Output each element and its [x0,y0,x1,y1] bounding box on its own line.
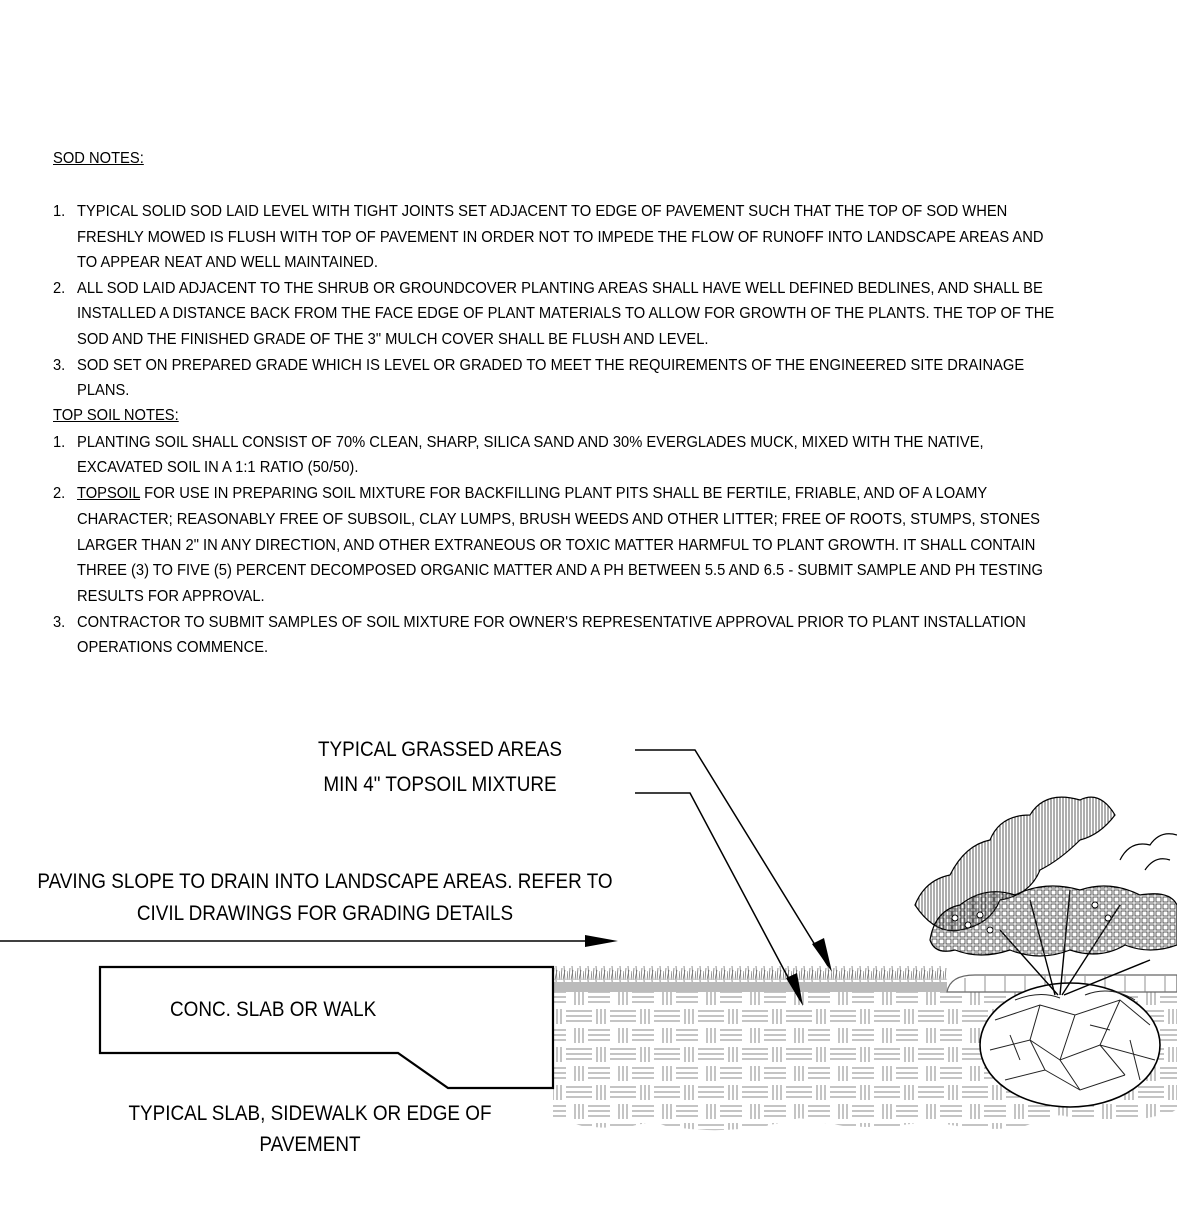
sod-note-3-line-1: SOD SET ON PREPARED GRADE WHICH IS LEVEL… [77,357,1025,374]
label-conc-slab: CONC. SLAB OR WALK [170,998,377,1021]
sod-note-1-line-3: TO APPEAR NEAT AND WELL MAINTAINED. [77,254,379,271]
sod-note-3-number: 3. [53,357,66,374]
topsoil-note-2-line-4: THREE (3) TO FIVE (5) PERCENT DECOMPOSED… [77,562,1043,579]
topsoil-note-2-line-2: CHARACTER; REASONABLY FREE OF SUBSOIL, C… [77,511,1040,528]
topsoil-note-2-line-1: TOPSOIL FOR USE IN PREPARING SOIL MIXTUR… [77,485,987,503]
root-ball [979,982,1161,1108]
label-min-topsoil-mixture: MIN 4" TOPSOIL MIXTURE [323,773,557,796]
topsoil-notes-heading: TOP SOIL NOTES: [53,407,179,424]
sod-note-1-number: 1. [53,203,66,220]
topsoil-note-3-line-1: CONTRACTOR TO SUBMIT SAMPLES OF SOIL MIX… [77,614,1026,631]
shrub-illustration [914,796,1177,996]
mulch-mound [946,974,1177,993]
topsoil-note-2-line-3: LARGER THAN 2" IN ANY DIRECTION, AND OTH… [77,537,1036,554]
topsoil-note-2-line-1-rest: FOR USE IN PREPARING SOIL MIXTURE FOR BA… [139,485,988,502]
sod-note-2-line-2: INSTALLED A DISTANCE BACK FROM THE FACE … [77,305,1055,322]
label-edge-line-2: PAVEMENT [259,1133,361,1156]
topsoil-note-3-line-2: OPERATIONS COMMENCE. [77,639,269,656]
concrete-slab [98,965,555,1090]
topsoil-note-2-line-5: RESULTS FOR APPROVAL. [77,588,265,605]
sod-note-3-line-2: PLANS. [77,382,130,399]
topsoil-note-1-line-2: EXCAVATED SOIL IN A 1:1 RATIO (50/50). [77,459,359,476]
sod-note-2-line-1: ALL SOD LAID ADJACENT TO THE SHRUB OR GR… [77,280,1043,297]
leader-lines [0,749,829,1001]
sod-note-2-number: 2. [53,280,66,297]
label-paving-slope-line-2: CIVIL DRAWINGS FOR GRADING DETAILS [136,902,514,925]
topsoil-note-3-number: 3. [53,614,66,631]
topsoil-note-1-number: 1. [53,434,66,451]
leader-arrowheads [585,935,832,1006]
topsoil-term: TOPSOIL [77,485,140,502]
topsoil-note-2-number: 2. [53,485,66,502]
sod-note-2-line-3: SOD AND THE FINISHED GRADE OF THE 3" MUL… [77,331,709,348]
topsoil-note-1-line-1: PLANTING SOIL SHALL CONSIST OF 70% CLEAN… [77,434,984,451]
sod-note-1-line-1: TYPICAL SOLID SOD LAID LEVEL WITH TIGHT … [77,203,1008,220]
notes-section: SOD NOTES: 1. TYPICAL SOLID SOD LAID LEV… [53,150,1055,656]
sod-note-1-line-2: FRESHLY MOWED IS FLUSH WITH TOP OF PAVEM… [77,229,1044,246]
label-edge-line-1: TYPICAL SLAB, SIDEWALK OR EDGE OF [128,1102,492,1125]
label-typical-grassed-areas: TYPICAL GRASSED AREAS [317,738,563,761]
sod-strip [553,966,947,992]
sod-notes-heading: SOD NOTES: [53,150,144,167]
label-paving-slope-line-1: PAVING SLOPE TO DRAIN INTO LANDSCAPE ARE… [37,870,613,893]
